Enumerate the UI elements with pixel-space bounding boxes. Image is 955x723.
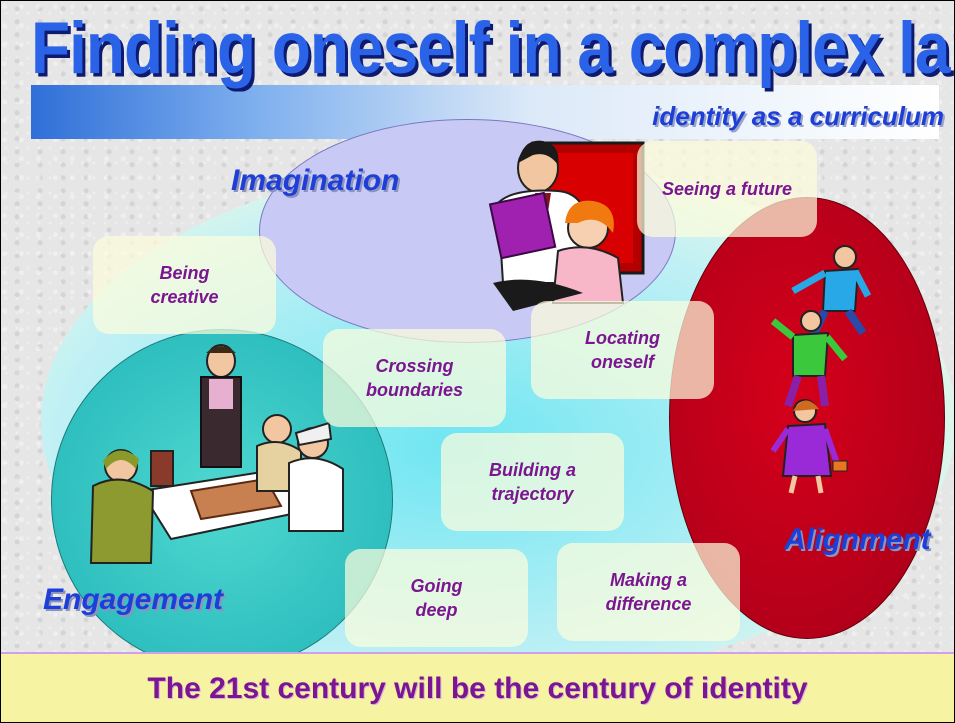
engagement-label: Engagement bbox=[43, 583, 224, 616]
man-reading-to-child-clipart bbox=[488, 140, 645, 311]
making-a-difference-box: Making a difference bbox=[557, 543, 740, 641]
locating-oneself-text: Locating oneself bbox=[585, 327, 660, 372]
locating-oneself-box: Locating oneself bbox=[531, 301, 714, 399]
slide-subtitle: identity as a curriculum bbox=[652, 101, 944, 131]
alignment-label: Alignment bbox=[784, 523, 931, 556]
building-a-trajectory-box: Building a trajectory bbox=[441, 433, 624, 531]
footer-text: The 21st century will be the century of … bbox=[147, 672, 808, 705]
going-deep-text: Going deep bbox=[410, 575, 463, 620]
seeing-a-future-box: Seeing a future bbox=[637, 141, 817, 237]
going-deep-box: Going deep bbox=[345, 549, 528, 647]
crossing-boundaries-box: Crossing boundaries bbox=[323, 329, 506, 427]
people-climbing-clipart bbox=[770, 245, 872, 494]
building-a-trajectory-text: Building a trajectory bbox=[489, 459, 576, 504]
imagination-label: Imagination bbox=[231, 164, 400, 197]
being-creative-box: Being creative bbox=[93, 236, 276, 334]
meeting-around-table-clipart bbox=[89, 344, 344, 564]
being-creative-text: Being creative bbox=[150, 262, 219, 307]
slide-title: Finding oneself in a complex landscape: bbox=[31, 6, 954, 89]
footer-banner: The 21st century will be the century of … bbox=[1, 652, 954, 722]
seeing-a-future-text: Seeing a future bbox=[661, 178, 793, 199]
making-a-difference-text: Making a difference bbox=[605, 569, 692, 614]
crossing-boundaries-text: Crossing boundaries bbox=[365, 355, 463, 400]
